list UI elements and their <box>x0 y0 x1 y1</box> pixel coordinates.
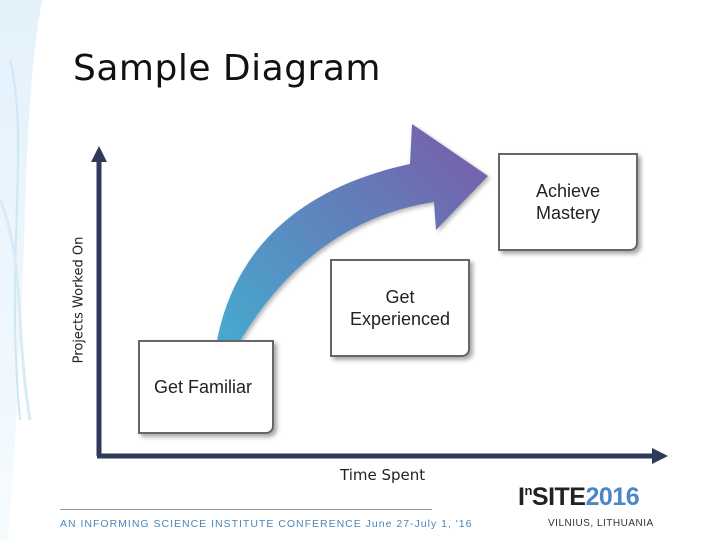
stage-label: Get Experienced <box>345 286 455 331</box>
stage-box-get-familiar: Get Familiar <box>138 340 274 434</box>
insite-logo: InSITE2016 <box>518 483 639 512</box>
footer-divider <box>60 509 432 510</box>
stage-label: Achieve Mastery <box>523 180 613 225</box>
stage-box-get-experienced: Get Experienced <box>330 259 470 357</box>
footer-location-text: VILNIUS, LITHUANIA <box>548 518 654 529</box>
y-axis-label: Projects Worked On <box>72 237 87 364</box>
logo-letter-n: n <box>524 483 531 498</box>
x-axis-label: Time Spent <box>340 466 425 484</box>
stage-label: Get Familiar <box>154 376 252 399</box>
stage-box-achieve-mastery: Achieve Mastery <box>498 153 638 251</box>
x-axis-arrowhead <box>652 448 668 464</box>
logo-year: 2016 <box>585 483 639 511</box>
y-axis-arrowhead <box>91 146 107 162</box>
logo-site: SITE <box>532 483 586 511</box>
footer-conference-text: AN INFORMING SCIENCE INSTITUTE CONFERENC… <box>60 518 473 530</box>
